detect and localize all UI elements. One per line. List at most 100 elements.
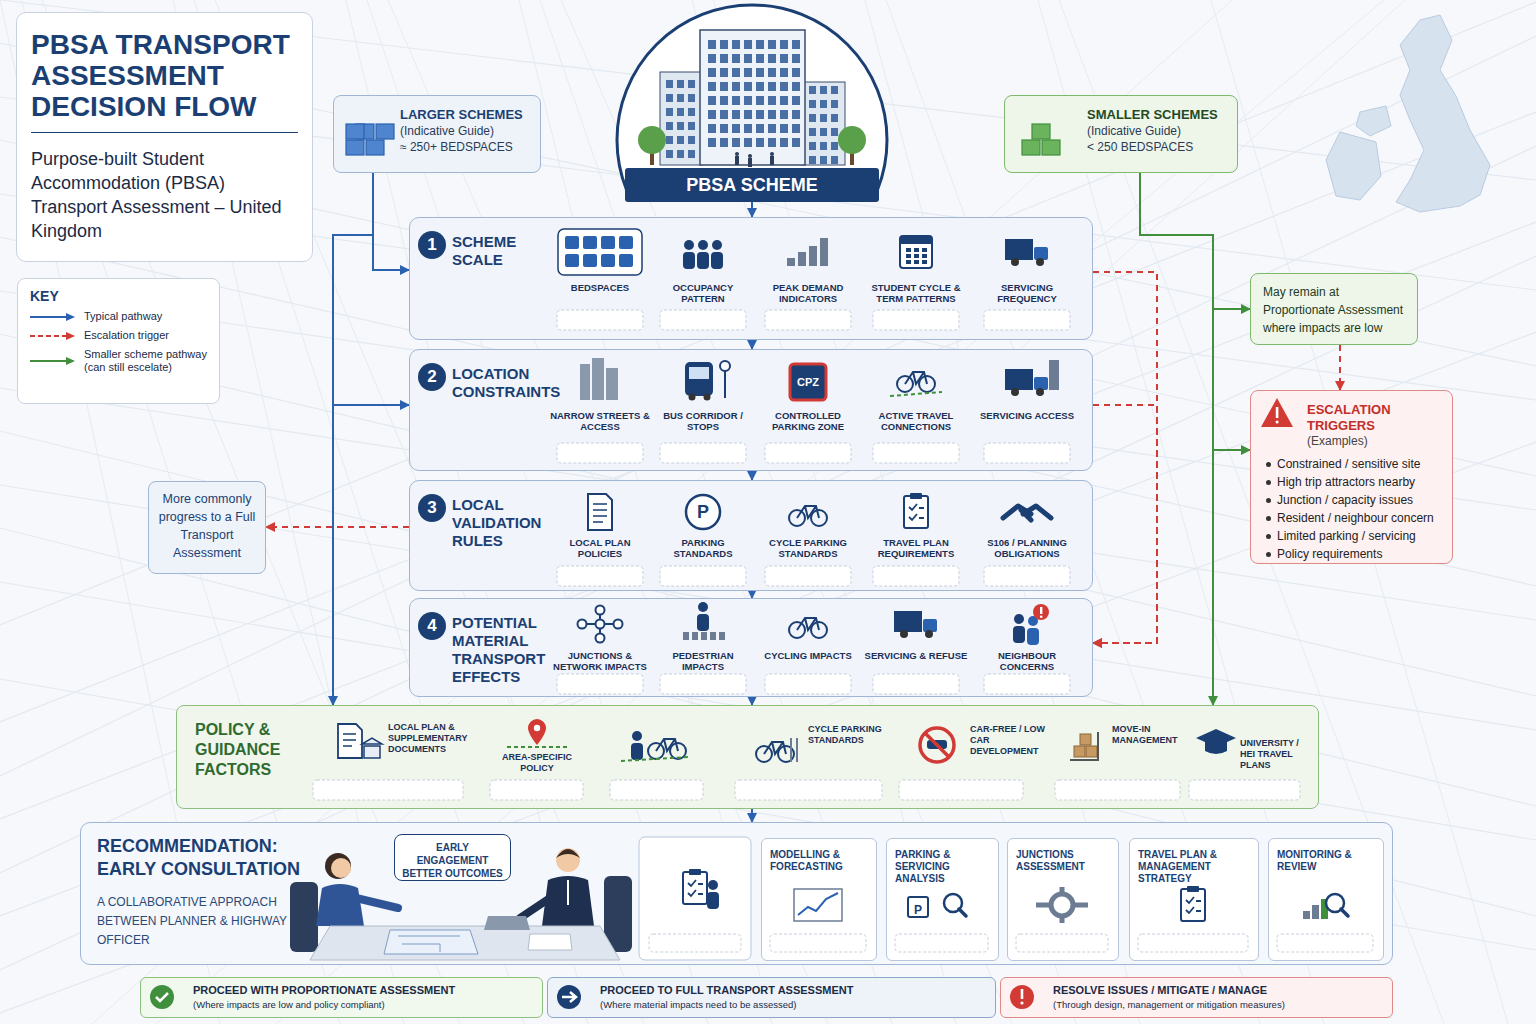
empty-field (770, 934, 866, 952)
checklist (688, 880, 703, 896)
note-box: More commonly progress to a Full Transpo… (148, 481, 266, 574)
doc-icon (588, 494, 612, 530)
node-heading: PARKING & SERVICING ANALYSIS (895, 849, 990, 885)
map-pin-dot (534, 725, 540, 731)
node-heading: JUNCTIONS ASSESSMENT (1016, 849, 1110, 873)
window (732, 124, 740, 133)
alert-mark (1040, 607, 1042, 614)
clipboard (1181, 889, 1205, 921)
flow-connector (266, 526, 409, 528)
window (756, 124, 764, 133)
magnifier-handle (1341, 909, 1348, 916)
person-head (632, 731, 642, 741)
shirt (567, 880, 569, 905)
factor-panel: POLICY & GUIDANCE FACTORS (176, 705, 1319, 809)
outcome-bar: PROCEED WITH PROPORTIONATE ASSESSMENT(Wh… (140, 977, 543, 1018)
empty-field (1055, 780, 1180, 800)
person-head (698, 240, 708, 250)
street-line (276, 0, 1405, 1024)
window (780, 82, 788, 91)
truck-wheel (1036, 258, 1044, 266)
output-card: PARKING & SERVICING ANALYSIS (886, 838, 999, 961)
window (708, 68, 716, 77)
bus-window (689, 367, 709, 379)
window (720, 40, 728, 49)
node-text: SCHEME SCALE (452, 233, 564, 269)
window (792, 68, 800, 77)
cube (1032, 124, 1050, 139)
person-body (697, 252, 709, 269)
uk-map (1356, 106, 1391, 136)
window (820, 156, 827, 164)
alert-badge (1033, 604, 1049, 620)
window (708, 54, 716, 63)
flow-connector (333, 173, 409, 405)
window (831, 114, 838, 122)
node-text: Resident / neighbour concern (1263, 509, 1440, 527)
person-body (1027, 628, 1039, 645)
tree (638, 126, 666, 154)
document (588, 494, 612, 530)
window (768, 138, 776, 147)
window (666, 94, 673, 102)
building (580, 364, 590, 400)
parking-sign (908, 897, 928, 917)
bar (809, 246, 817, 266)
bike-wheel (756, 746, 772, 762)
person-body (683, 252, 695, 269)
window (744, 68, 752, 77)
bike-frame (656, 739, 678, 751)
window (756, 54, 764, 63)
node-heading: SMALLER SCHEMES (1087, 106, 1231, 123)
empty-field (649, 934, 741, 952)
truck-wheel (1011, 388, 1019, 396)
cubesB-icon (346, 124, 394, 155)
window (720, 124, 728, 133)
note-box: May remain at Proportionate Assessment w… (1250, 273, 1418, 345)
node-text: LOCATION CONSTRAINTS (452, 365, 564, 401)
building-wing (660, 72, 702, 165)
flow-connector (1093, 272, 1157, 643)
bed (565, 254, 579, 267)
empty-field (765, 443, 851, 463)
flow-connector (751, 697, 753, 705)
street-line (0, 582, 1536, 840)
network-node (614, 620, 623, 629)
bus-wheel (689, 394, 696, 401)
truck-cab (923, 619, 937, 632)
empty-field (984, 674, 1070, 694)
walkbike-icon (621, 731, 689, 761)
bed (583, 254, 597, 267)
calendar-top (900, 236, 932, 244)
person-head (712, 240, 722, 250)
flow-connector (333, 173, 373, 705)
person-woman (316, 884, 364, 926)
plan-lines (398, 936, 460, 952)
window (831, 86, 838, 94)
warning-mark (1276, 420, 1279, 423)
empty-field (765, 674, 851, 694)
bar (798, 252, 806, 266)
legend-text: Smaller scheme pathway (can still escela… (84, 348, 207, 374)
window (820, 100, 827, 108)
empty-field (1016, 934, 1108, 952)
window (831, 128, 838, 136)
empty-field (610, 780, 703, 800)
bikeg-icon (890, 372, 942, 396)
truck-icon (1005, 239, 1048, 266)
bike-wheel (789, 622, 805, 638)
document-lines (343, 734, 356, 746)
empty-field (660, 443, 746, 463)
node-text: Limited parking / servicing (1263, 527, 1440, 545)
legend-line (30, 316, 68, 318)
crossing-stripe (701, 632, 707, 640)
output-card: MONITORING & REVIEW (1268, 838, 1384, 961)
window (744, 96, 752, 105)
no-sign (925, 733, 949, 757)
truck-cab (1034, 377, 1048, 390)
node-text: (Through design, management or mitigatio… (1053, 998, 1384, 1011)
flow-connector (751, 202, 753, 217)
window (792, 96, 800, 105)
window (732, 82, 740, 91)
clip-icon (904, 493, 928, 528)
